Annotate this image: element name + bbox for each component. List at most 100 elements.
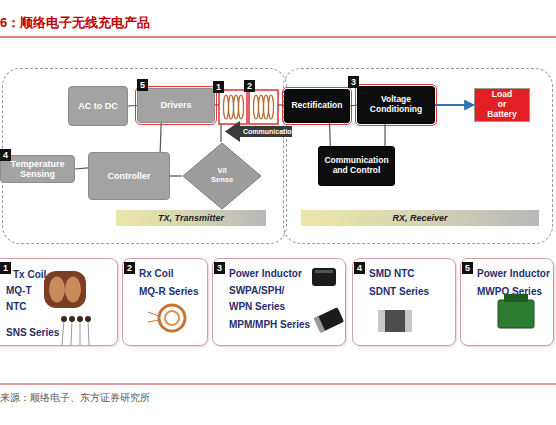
callout-number: 2 (244, 80, 255, 92)
node-text: Controller (107, 171, 150, 181)
coil-winding (269, 95, 274, 119)
process-box: Voltage Conditioning (357, 86, 435, 124)
ntc-bead (69, 316, 75, 322)
callout-number: 4 (0, 149, 11, 161)
node-text: V/I Sense (211, 167, 233, 184)
product-card: SMD NTC SDNT Series (352, 258, 456, 346)
ntc-lead (62, 320, 64, 345)
coil-frame (249, 90, 278, 124)
callout-number: 1 (213, 81, 224, 93)
part-series: SDNT Series (369, 284, 429, 300)
node-text: Drivers (160, 100, 191, 110)
drive-wire (215, 104, 219, 105)
chart-title: 6：顺络电子无线充电产品 (0, 14, 150, 32)
rx-coil-lead (148, 312, 159, 316)
tx-coil-illustration (49, 277, 65, 303)
process-box: AC to DC (68, 86, 128, 126)
process-box: Rectification (284, 89, 350, 123)
callout-number: 3 (214, 262, 225, 274)
inductor-illustration (315, 270, 333, 273)
connector-line (75, 168, 88, 169)
system-group: TX, Transmitter AC to DC DriversTemperatur… (2, 68, 287, 244)
part-series: SWPA/SPH/ WPN Series (229, 283, 309, 315)
ntc-lead (88, 320, 89, 345)
group-band: RX, Receiver (301, 210, 539, 226)
card-heading: Tx Coil (13, 267, 46, 283)
part-series: SNS Series (6, 325, 59, 341)
node-text: Load or Battery (487, 90, 516, 119)
inductor-illustration (314, 307, 344, 332)
coil-winding (264, 95, 269, 119)
connector-line (160, 123, 161, 152)
ntc-bead (77, 316, 83, 322)
process-box: Communication and Control (318, 146, 395, 186)
inductor-illustration (312, 268, 336, 286)
inductor-terminal (314, 316, 325, 333)
callout-number: 5 (137, 79, 148, 91)
card-heading: Power Inductor (229, 266, 302, 282)
ntc-bead (85, 316, 91, 322)
ntc-chip-terminal (378, 310, 385, 332)
flow-arrow (435, 104, 474, 106)
callout-number: 4 (354, 262, 365, 274)
part-series: MPM/MPH Series (229, 317, 310, 333)
ntc-lead (80, 320, 81, 345)
connector-line (170, 175, 182, 176)
tx-coil-illustration (44, 271, 86, 308)
rx-coil-lead (148, 320, 159, 322)
decision-diamond-shape (183, 143, 261, 209)
coil-frame (219, 90, 247, 124)
signal-label: Communication (243, 127, 296, 137)
coil-winding (259, 95, 264, 119)
callout-number: 3 (348, 76, 359, 88)
connector-line (384, 124, 385, 146)
ntc-chip-illustration (378, 310, 412, 332)
process-box: Temperature Sensing (0, 155, 75, 183)
source-rule (0, 384, 556, 385)
part-series: MQ-T (6, 283, 32, 299)
callout-number: 1 (0, 262, 11, 274)
callout-number: 2 (124, 262, 135, 274)
node-text: Temperature Sensing (11, 159, 65, 180)
coil-winding (229, 95, 234, 119)
decision-diamond: V/I Sense (182, 142, 262, 210)
ntc-chip-terminal (405, 310, 412, 332)
rx-coil-illustration (159, 305, 185, 331)
node-text: Communication and Control (324, 156, 390, 176)
ntc-lead (71, 320, 72, 345)
module-illustration (498, 300, 534, 328)
card-heading: Power Inductor (477, 266, 550, 282)
coil-winding (234, 95, 239, 119)
connector-line (128, 105, 137, 107)
process-box: Drivers (137, 88, 215, 123)
rx-coil-illustration (165, 311, 179, 325)
node-text: AC to DC (78, 101, 118, 111)
ntc-bead (61, 316, 67, 322)
coil-winding (239, 95, 244, 119)
process-box: Controller (88, 152, 170, 200)
coil-winding (224, 95, 229, 119)
card-heading: SMD NTC (369, 266, 415, 282)
connector-line (329, 123, 331, 146)
node-text: Rectification (291, 101, 342, 111)
coil-winding (254, 95, 259, 119)
system-group: RX, Receiver Rectification Voltage Conditi… (283, 68, 553, 244)
inductor-illustration (314, 307, 344, 332)
connector-line (350, 105, 357, 106)
tx-coil-illustration (65, 277, 81, 303)
callout-number: 5 (462, 262, 473, 274)
node-text: Voltage Conditioning (370, 95, 422, 115)
title-rule (0, 37, 556, 38)
process-box: Load or Battery (474, 88, 530, 122)
receive-wire (278, 104, 284, 105)
source-caption: 来源：顺络电子、东方证券研究所 (0, 391, 150, 405)
sense-wire (220, 124, 221, 142)
card-heading: Rx Coil (139, 266, 173, 282)
module-illustration (504, 294, 528, 302)
part-series: MQ-R Series (139, 284, 198, 300)
group-band: TX, Transmitter (116, 210, 266, 226)
